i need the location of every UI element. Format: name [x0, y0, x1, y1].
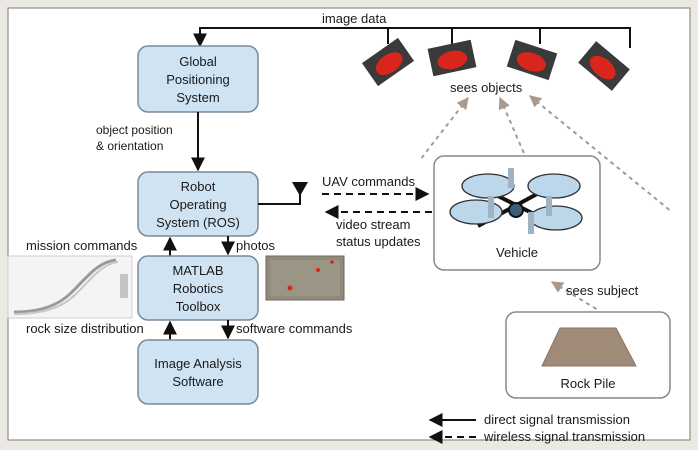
- rock-photo-thumbnail: [265, 255, 345, 301]
- distribution-plot-thumbnail: [7, 255, 133, 319]
- photos-label: photos: [236, 238, 276, 253]
- sight-line: [498, 96, 527, 159]
- vehicle-label: Vehicle: [496, 245, 538, 260]
- camera-icon: [427, 39, 477, 77]
- antenna-icon: [292, 182, 308, 196]
- legend-direct-label: direct signal transmission: [484, 412, 630, 427]
- matlab-block: MATLAB Robotics Toolbox: [137, 255, 259, 321]
- gps-label-line: Global: [179, 54, 217, 69]
- object-position-label: object position: [96, 123, 173, 137]
- ros-label-line: Operating: [169, 197, 226, 212]
- sees-subject-label: sees subject: [566, 283, 639, 298]
- ros-label-line: Robot: [181, 179, 216, 194]
- gps-label-line: Positioning: [166, 72, 230, 87]
- software-commands-label: software commands: [236, 321, 353, 336]
- camera-icon: [361, 37, 415, 87]
- gps-block: Global Positioning System: [137, 45, 259, 113]
- video-stream-label: status updates: [336, 234, 421, 249]
- camera-icon: [506, 39, 558, 81]
- vehicle-block: Vehicle: [433, 155, 601, 271]
- matlab-label-line: Robotics: [173, 281, 224, 296]
- video-stream-label: video stream: [336, 217, 410, 232]
- ros-block: Robot Operating System (ROS): [137, 171, 259, 237]
- legend: direct signal transmission wireless sign…: [428, 412, 645, 444]
- rock-size-label: rock size distribution: [26, 321, 144, 336]
- image-analysis-label-line: Image Analysis: [154, 356, 242, 371]
- image-analysis-block: Image Analysis Software: [137, 339, 259, 405]
- legend-wireless-label: wireless signal transmission: [483, 429, 645, 444]
- matlab-label-line: MATLAB: [172, 263, 223, 278]
- image-analysis-label-line: Software: [172, 374, 223, 389]
- matlab-label-line: Toolbox: [176, 299, 221, 314]
- quadcopter-icon: [449, 168, 583, 234]
- mission-commands-label: mission commands: [26, 238, 138, 253]
- camera-icon: [578, 41, 630, 91]
- sight-line: [419, 97, 469, 161]
- rock-pile-block: Rock Pile: [505, 311, 671, 399]
- gps-label-line: System: [176, 90, 219, 105]
- image-data-label: image data: [322, 11, 387, 26]
- sees-objects-label: sees objects: [450, 80, 523, 95]
- ros-label-line: System (ROS): [156, 215, 240, 230]
- rock-pile-icon: [541, 327, 637, 367]
- sight-line: [529, 95, 673, 213]
- sight-line: [550, 281, 599, 311]
- object-position-label: & orientation: [96, 139, 163, 153]
- rock-pile-label: Rock Pile: [561, 376, 616, 391]
- uav-commands-label: UAV commands: [322, 174, 415, 189]
